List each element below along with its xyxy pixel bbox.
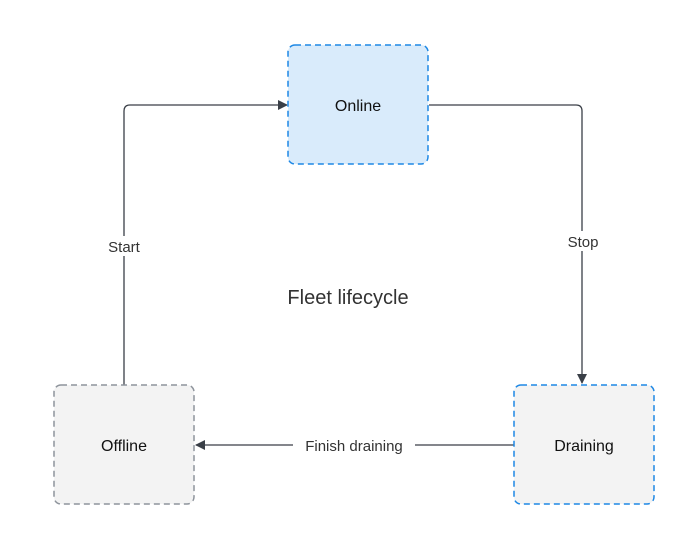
node-offline[interactable]: Offline — [53, 384, 195, 505]
node-label-online: Online — [335, 98, 381, 115]
node-label-draining: Draining — [554, 438, 614, 455]
edge-start — [123, 100, 288, 385]
edge-label-start: Start — [108, 239, 141, 256]
node-draining[interactable]: Draining — [513, 384, 655, 505]
edge-label-finish-draining: Finish draining — [305, 438, 403, 455]
node-online[interactable]: Online — [287, 44, 429, 165]
edge-label-stop: Stop — [568, 234, 599, 251]
edge-stop — [429, 104, 587, 384]
node-label-offline: Offline — [101, 438, 147, 455]
diagram-title: Fleet lifecycle — [287, 287, 408, 309]
